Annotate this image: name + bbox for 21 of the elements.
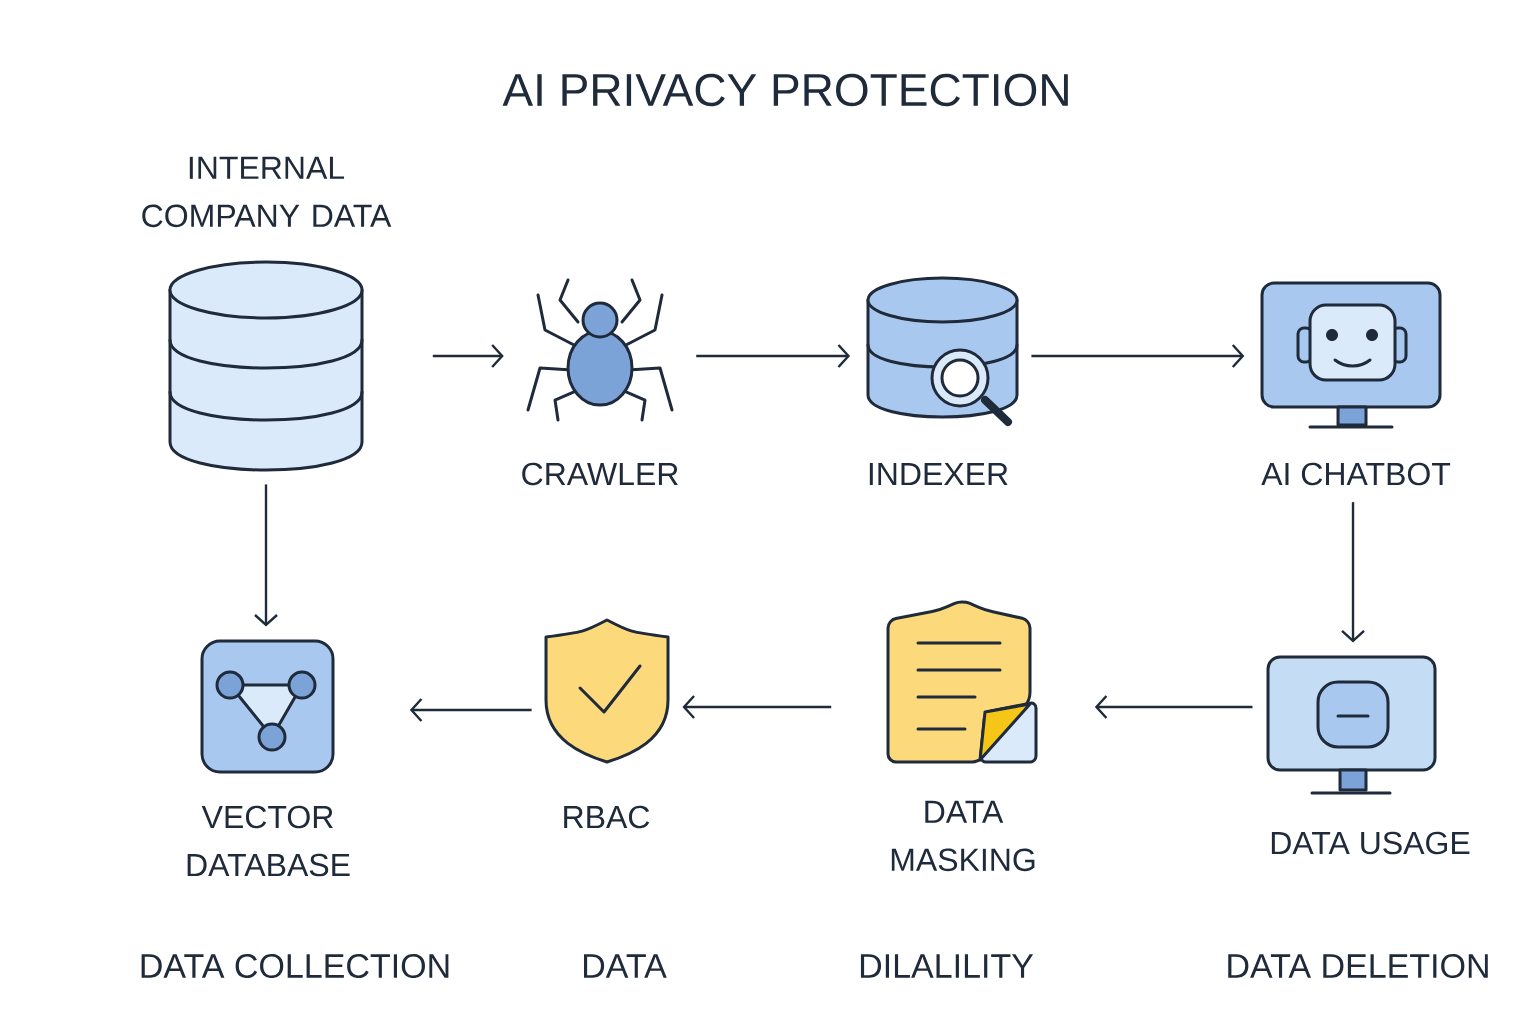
arrow: [682, 695, 832, 719]
node-label: AI CHATBOT: [1261, 462, 1451, 486]
section-label: DATA DELETION: [1228, 953, 1488, 979]
node-label: CRAWLER: [522, 462, 678, 486]
arrow: [1031, 344, 1245, 368]
arrow: [432, 344, 504, 368]
section-label: DILALILITY: [860, 954, 1034, 978]
arrow: [1341, 502, 1365, 643]
arrow: [1094, 695, 1253, 719]
arrow: [409, 698, 532, 722]
section-label: DATA COLLECTION: [141, 953, 449, 979]
arrow: [696, 344, 851, 368]
arrow: [254, 484, 278, 627]
node-label: DATA USAGE: [1271, 831, 1470, 855]
section-label: DATA: [584, 954, 667, 978]
title: AI PRIVACY PROTECTION: [502, 73, 1068, 107]
node-label: VECTOR DATABASE: [187, 805, 350, 877]
node-label: DATA MASKING: [891, 800, 1035, 872]
node-label: RBAC: [564, 805, 650, 829]
node-label: INTERNAL COMPANY DATA: [142, 156, 392, 228]
node-label: INDEXER: [869, 463, 1008, 485]
